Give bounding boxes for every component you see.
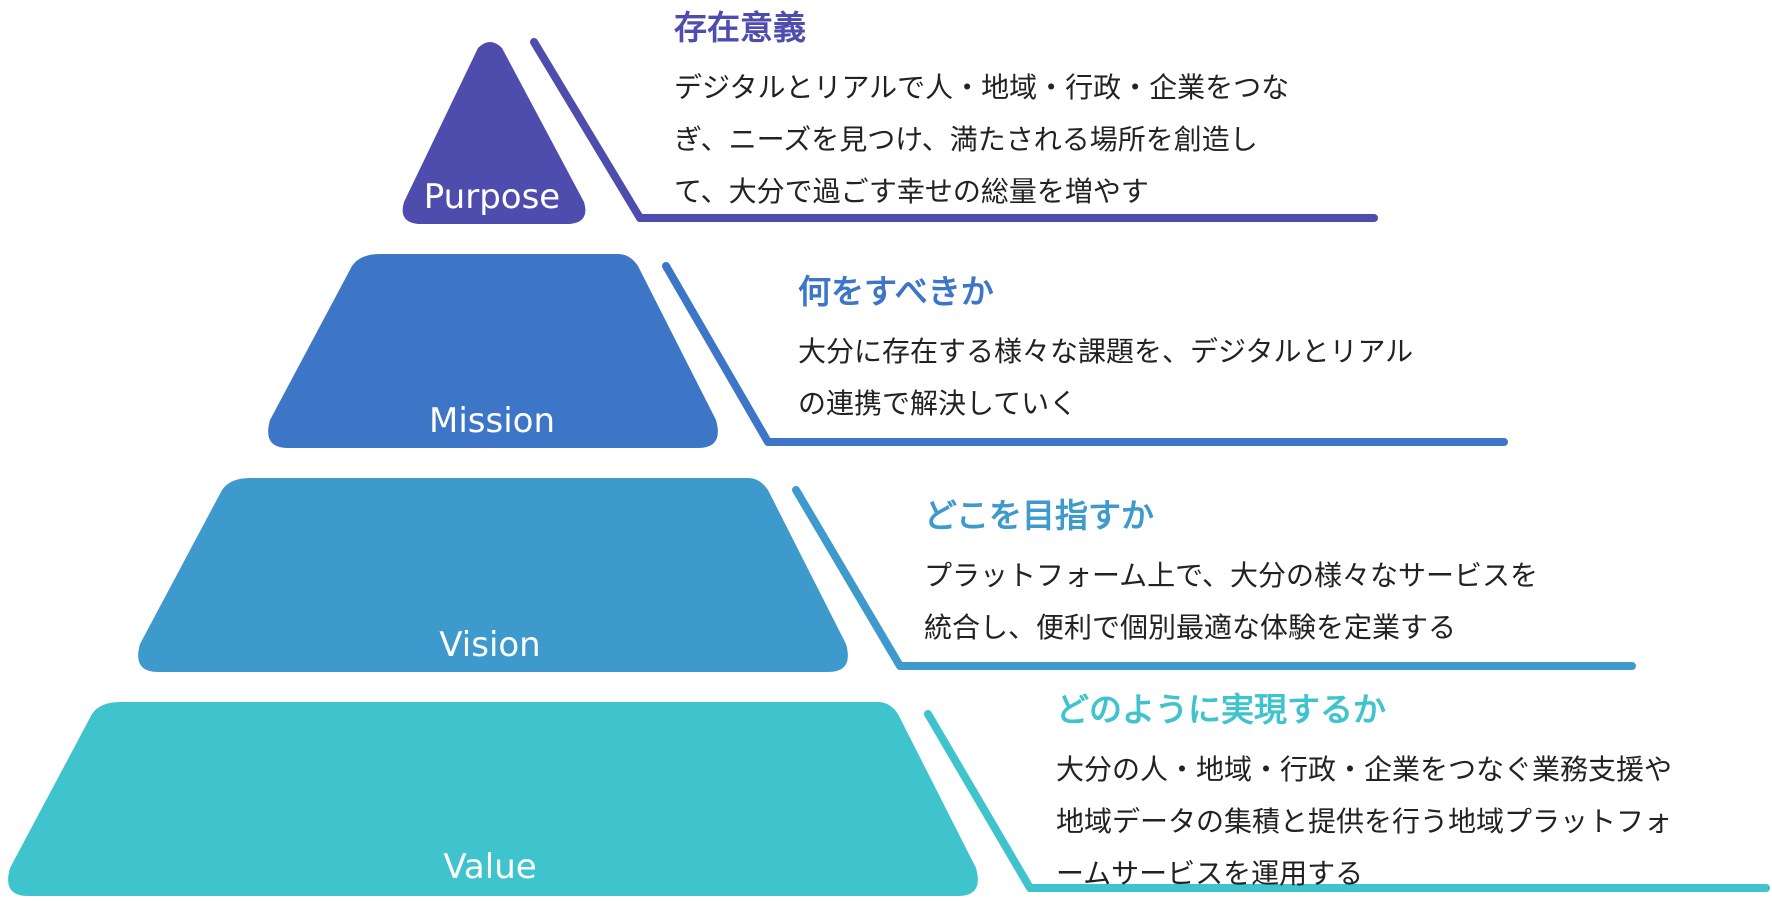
connector-line-value <box>924 710 1770 892</box>
mission-text-block: 何をすべきか 大分に存在する様々な課題を、デジタルとリアル の連携で解決していく <box>798 272 1413 430</box>
connector-line-mission <box>662 262 1508 446</box>
mission-text-line: の連携で解決していく <box>798 387 1078 420</box>
value-text-line: ームサービスを運用する <box>1056 857 1364 890</box>
pyramid-tier-purpose-label: Purpose <box>424 177 560 217</box>
purpose-text-block: 存在意義 デジタルとリアルで人・地域・行政・企業をつな ぎ、ニーズを見つけ、満た… <box>674 8 1289 218</box>
connector-line-purpose <box>530 38 1378 222</box>
tier-mission: Mission <box>268 254 1508 448</box>
purpose-text-line: デジタルとリアルで人・地域・行政・企業をつな <box>674 71 1290 104</box>
pyramid-tier-purpose-shape <box>402 42 586 224</box>
vision-text-line: プラットフォーム上で、大分の様々なサービスを <box>924 559 1539 592</box>
value-heading: どのように実現するか <box>1056 690 1386 729</box>
purpose-text-line: て、大分で過ごす幸せの総量を増やす <box>674 175 1149 208</box>
pyramid-tier-mission-shape <box>268 254 718 448</box>
pyramid-tier-value-shape <box>8 702 978 896</box>
vision-heading: どこを目指すか <box>924 496 1155 535</box>
value-text-block: どのように実現するか 大分の人・地域・行政・企業をつなぐ業務支援や 地域データの… <box>1056 690 1672 900</box>
tier-vision: Vision <box>138 478 1636 672</box>
vision-text-block: どこを目指すか プラットフォーム上で、大分の様々なサービスを 統合し、便利で個別… <box>924 496 1538 654</box>
pyramid-tier-value-label: Value <box>443 847 536 887</box>
tier-value: Value <box>8 702 1770 896</box>
mission-text-line: 大分に存在する様々な課題を、デジタルとリアル <box>798 335 1414 368</box>
mission-heading: 何をすべきか <box>798 272 994 311</box>
tier-purpose: Purpose <box>402 38 1378 224</box>
value-text-line: 地域データの集積と提供を行う地域プラットフォ <box>1056 805 1673 838</box>
purpose-heading: 存在意義 <box>674 8 806 47</box>
pyramid-tier-vision-shape <box>138 478 848 672</box>
connector-line-vision <box>792 486 1636 670</box>
pyramid-tier-mission-label: Mission <box>429 401 555 441</box>
value-text-line: 大分の人・地域・行政・企業をつなぐ業務支援や <box>1056 753 1673 786</box>
purpose-text-line: ぎ、ニーズを見つけ、満たされる場所を創造し <box>674 123 1258 156</box>
pyramid-tier-vision-label: Vision <box>439 625 540 665</box>
vision-text-line: 統合し、便利で個別最適な体験を定業する <box>924 611 1457 644</box>
